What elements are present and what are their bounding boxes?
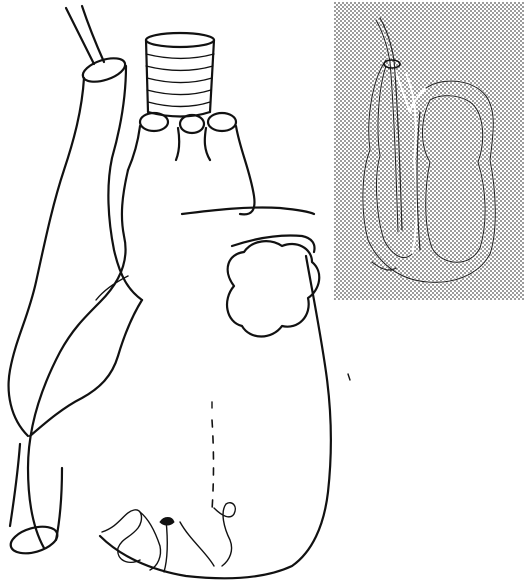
pacing-lead-wire-2: [82, 6, 104, 62]
epicardial-pacing-wires: [102, 503, 235, 572]
interventricular-groove: [212, 420, 214, 510]
inferior-vena-cava: [8, 444, 62, 558]
heart-exterior-view: [8, 6, 350, 578]
pacing-lead-wire: [66, 8, 94, 64]
inset-stipple-background: [334, 2, 524, 300]
inset-panel: [334, 2, 524, 300]
heart-body-outline: [28, 170, 331, 578]
wire-fixation-point: [160, 518, 174, 526]
arch-vessel-stumps: [128, 113, 254, 214]
vena-cava-opening: [80, 54, 128, 87]
aortic-graft-rings: [146, 33, 214, 117]
